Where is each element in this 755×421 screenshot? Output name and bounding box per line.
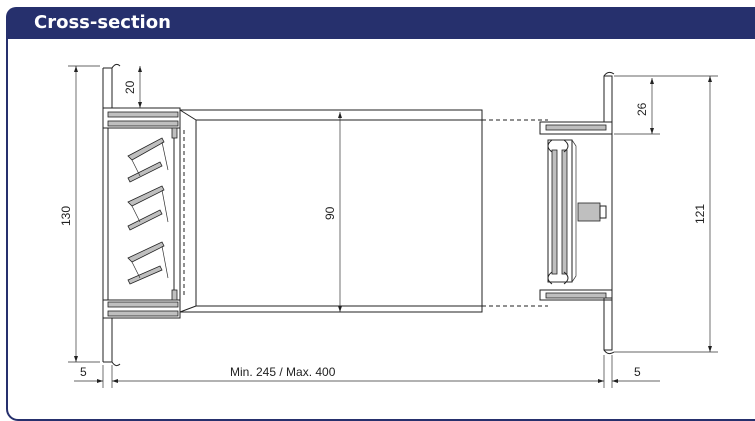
section-title: Cross-section: [34, 12, 171, 33]
dim-right-offset: 5: [634, 365, 641, 379]
left-grille-profile: [102, 63, 185, 367]
section-header: Cross-section: [6, 7, 755, 39]
right-damper-profile: [539, 71, 615, 355]
dim-left-offset: 5: [80, 365, 87, 379]
content-frame: [6, 39, 755, 421]
dim-top-right: 26: [635, 102, 649, 116]
dim-right-height: 121: [693, 204, 707, 224]
central-sleeve: [179, 109, 548, 313]
dim-left-height: 130: [59, 206, 73, 226]
dim-width-range: Min. 245 / Max. 400: [230, 365, 336, 379]
dimension-lines: [68, 65, 718, 388]
dim-center-height: 90: [323, 206, 337, 220]
dim-top-left: 20: [123, 80, 137, 94]
